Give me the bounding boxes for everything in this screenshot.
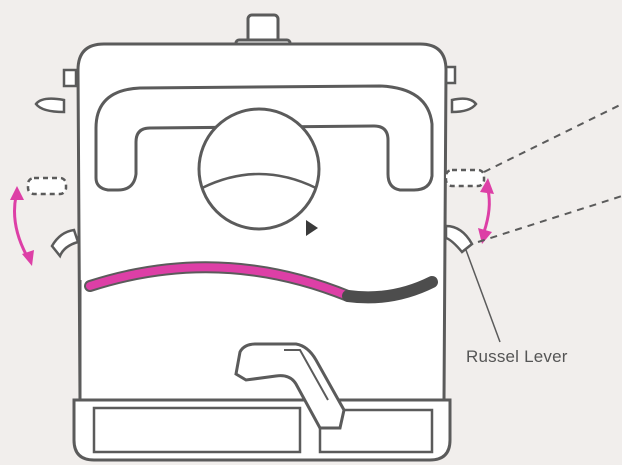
left-lever-dashed: [26, 176, 68, 196]
stitch-scale-strip: [84, 261, 438, 304]
right-stub: [450, 97, 478, 114]
carriage-base: [72, 398, 452, 462]
pointer-triangle-icon: [306, 220, 318, 236]
russel-lever-dashed: [444, 168, 486, 188]
left-lever: [50, 228, 80, 259]
arrow-up-down-icon: [478, 178, 494, 244]
carriage-handle-icon: [94, 84, 434, 192]
arrow-up-down-icon: [10, 186, 34, 266]
zoom-guide-bottom: [477, 195, 622, 243]
russel-lever-label: Russel Lever: [466, 347, 568, 366]
left-stub: [34, 97, 66, 114]
left-pin: [62, 68, 78, 88]
russel-lever: [444, 224, 474, 254]
tension-dial: [197, 107, 321, 231]
front-lever: [234, 342, 346, 430]
zoom-guide-top: [483, 103, 622, 173]
callout-leader-line: [465, 249, 501, 343]
